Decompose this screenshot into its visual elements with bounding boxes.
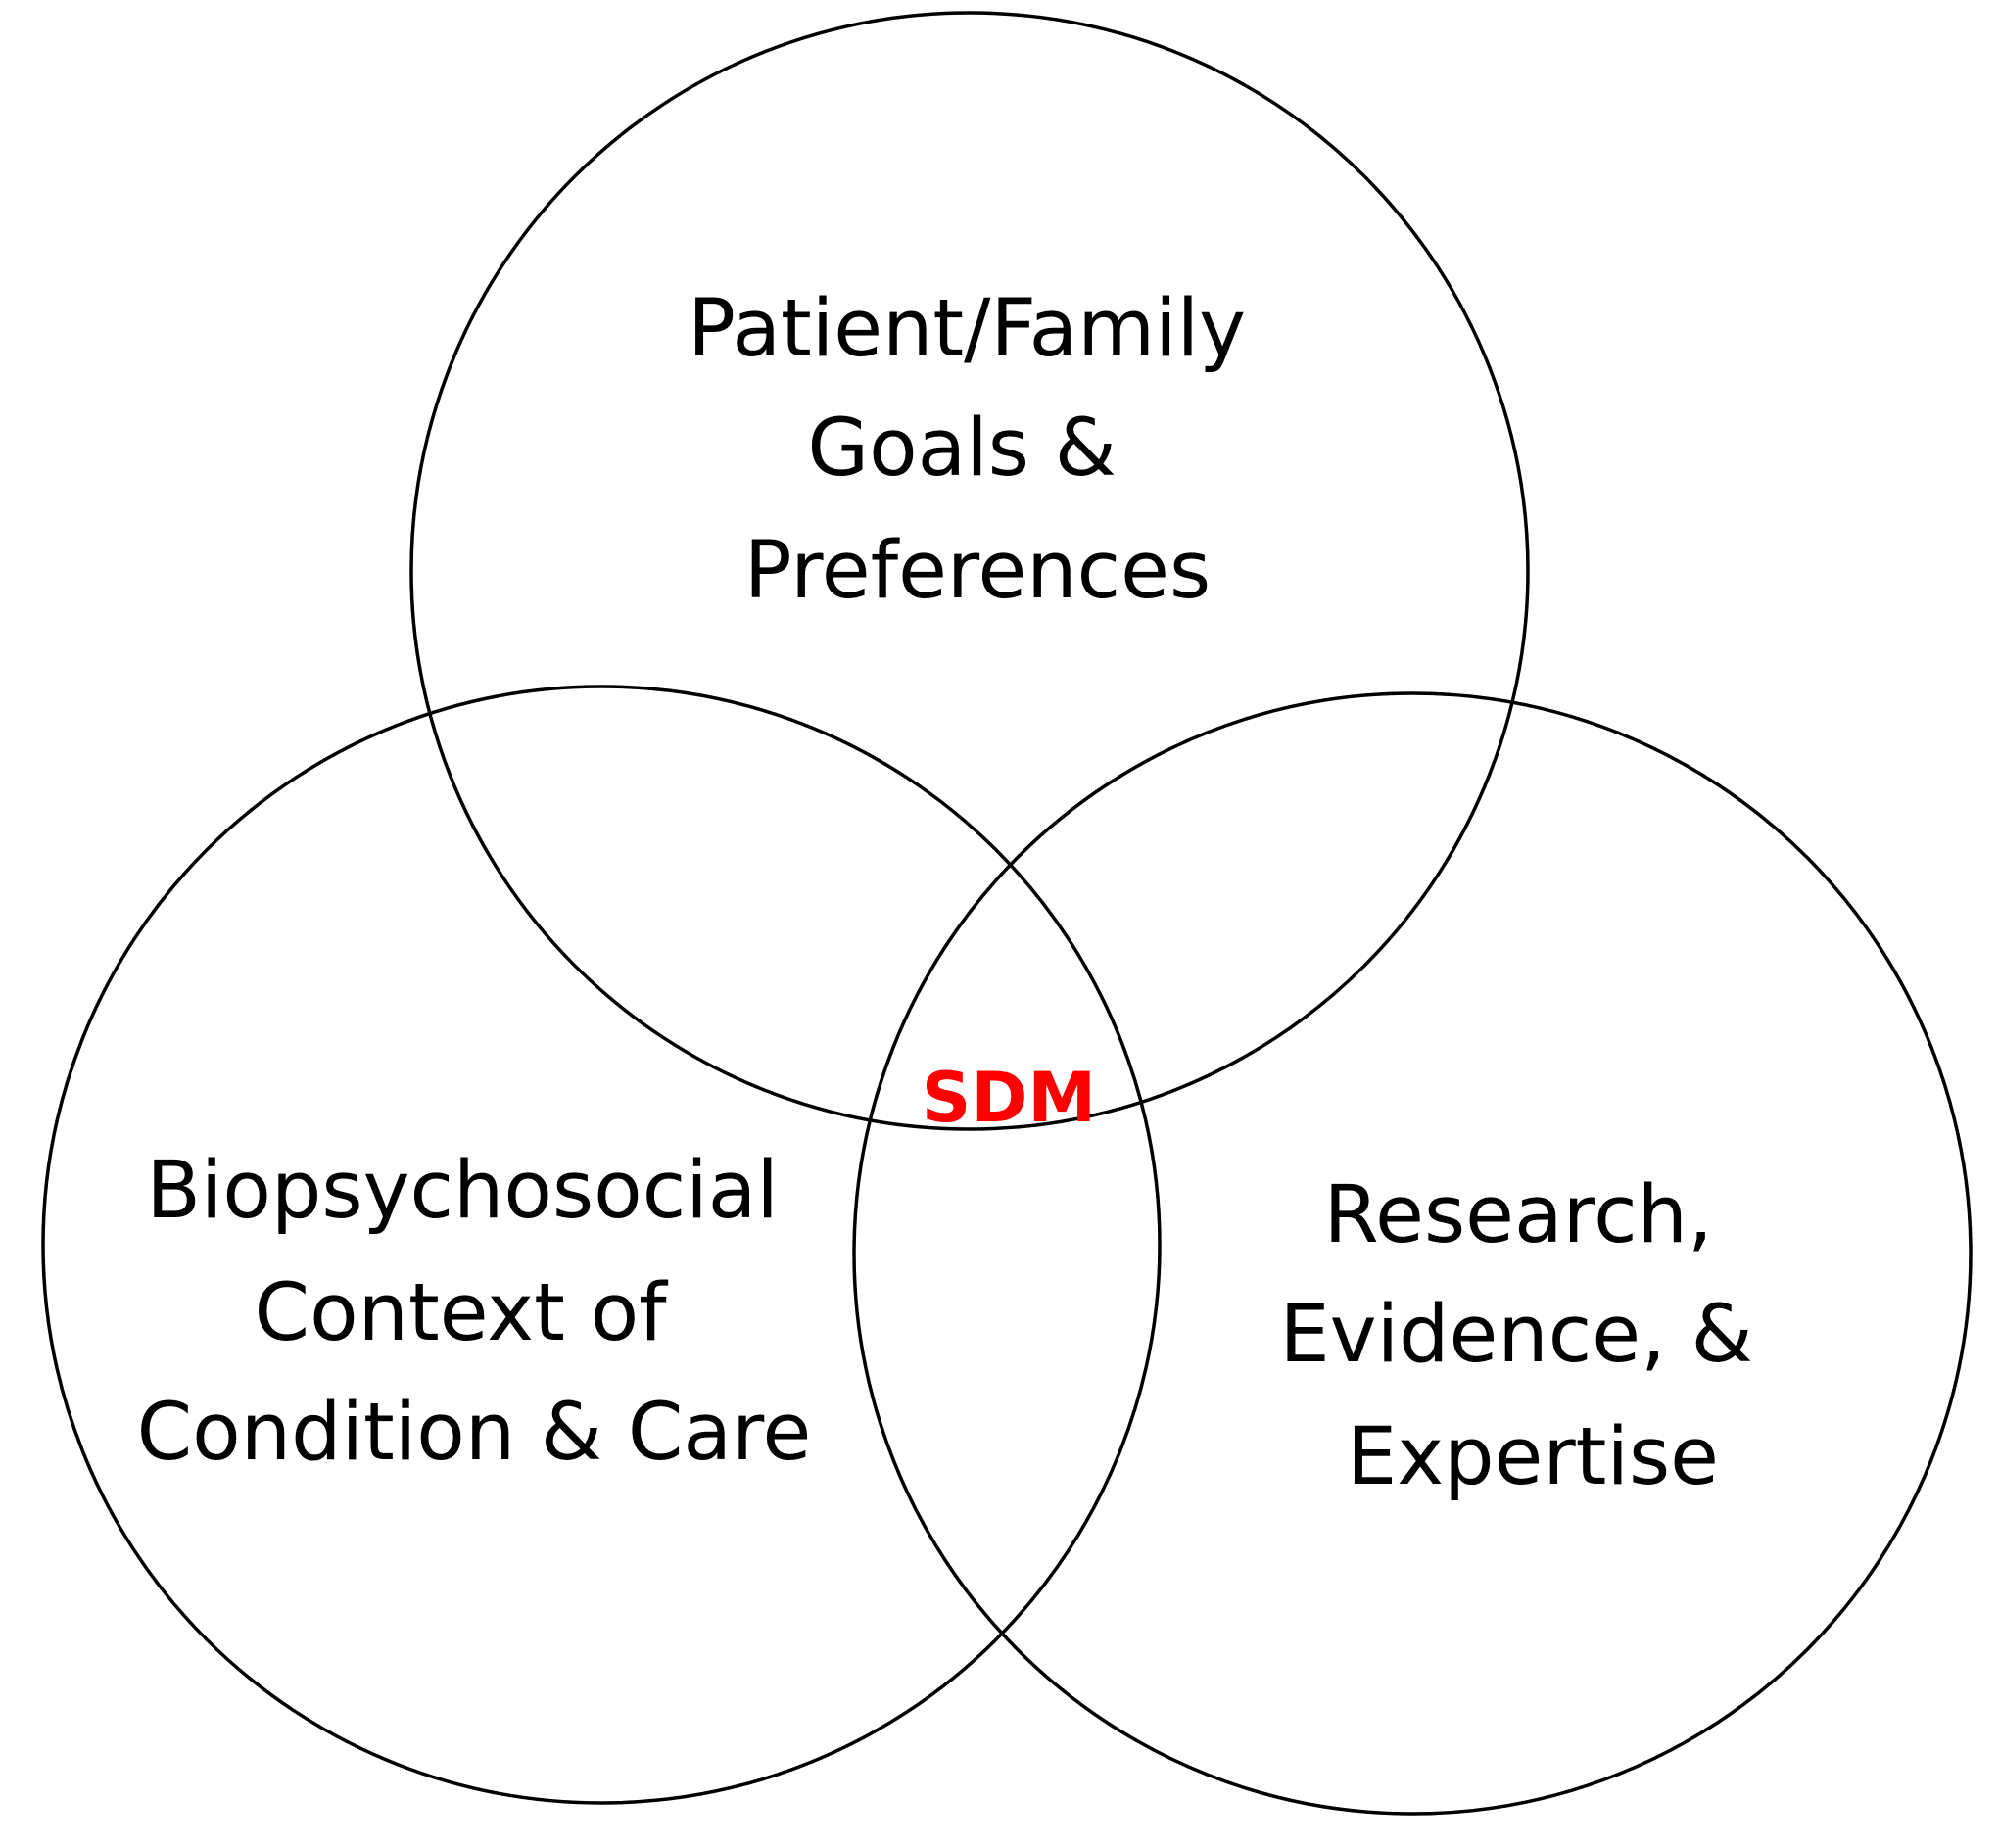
label-biopsychosocial-line-1: Biopsychosocial (146, 1145, 779, 1237)
label-patient-family: Patient/Family Goals & Preferences (688, 283, 1271, 617)
label-patient-family-line-3: Preferences (744, 525, 1211, 617)
label-biopsychosocial-line-2: Context of (255, 1267, 670, 1359)
label-biopsychosocial: Biopsychosocial Context of Condition & C… (137, 1145, 812, 1479)
label-research-line-1: Research, (1323, 1169, 1712, 1261)
circle-research (852, 691, 1973, 1816)
label-research-line-2: Evidence, & (1280, 1289, 1753, 1381)
center-label-sdm: SDM (922, 1058, 1096, 1138)
label-research: Research, Evidence, & Expertise (1280, 1169, 1779, 1503)
circle-patient-family (409, 11, 1530, 1131)
label-patient-family-line-2: Goals & (807, 403, 1117, 495)
label-patient-family-line-1: Patient/Family (688, 283, 1246, 375)
label-research-line-3: Expertise (1347, 1411, 1719, 1503)
label-biopsychosocial-line-3: Condition & Care (137, 1387, 812, 1479)
circle-biopsychosocial (41, 685, 1162, 1805)
